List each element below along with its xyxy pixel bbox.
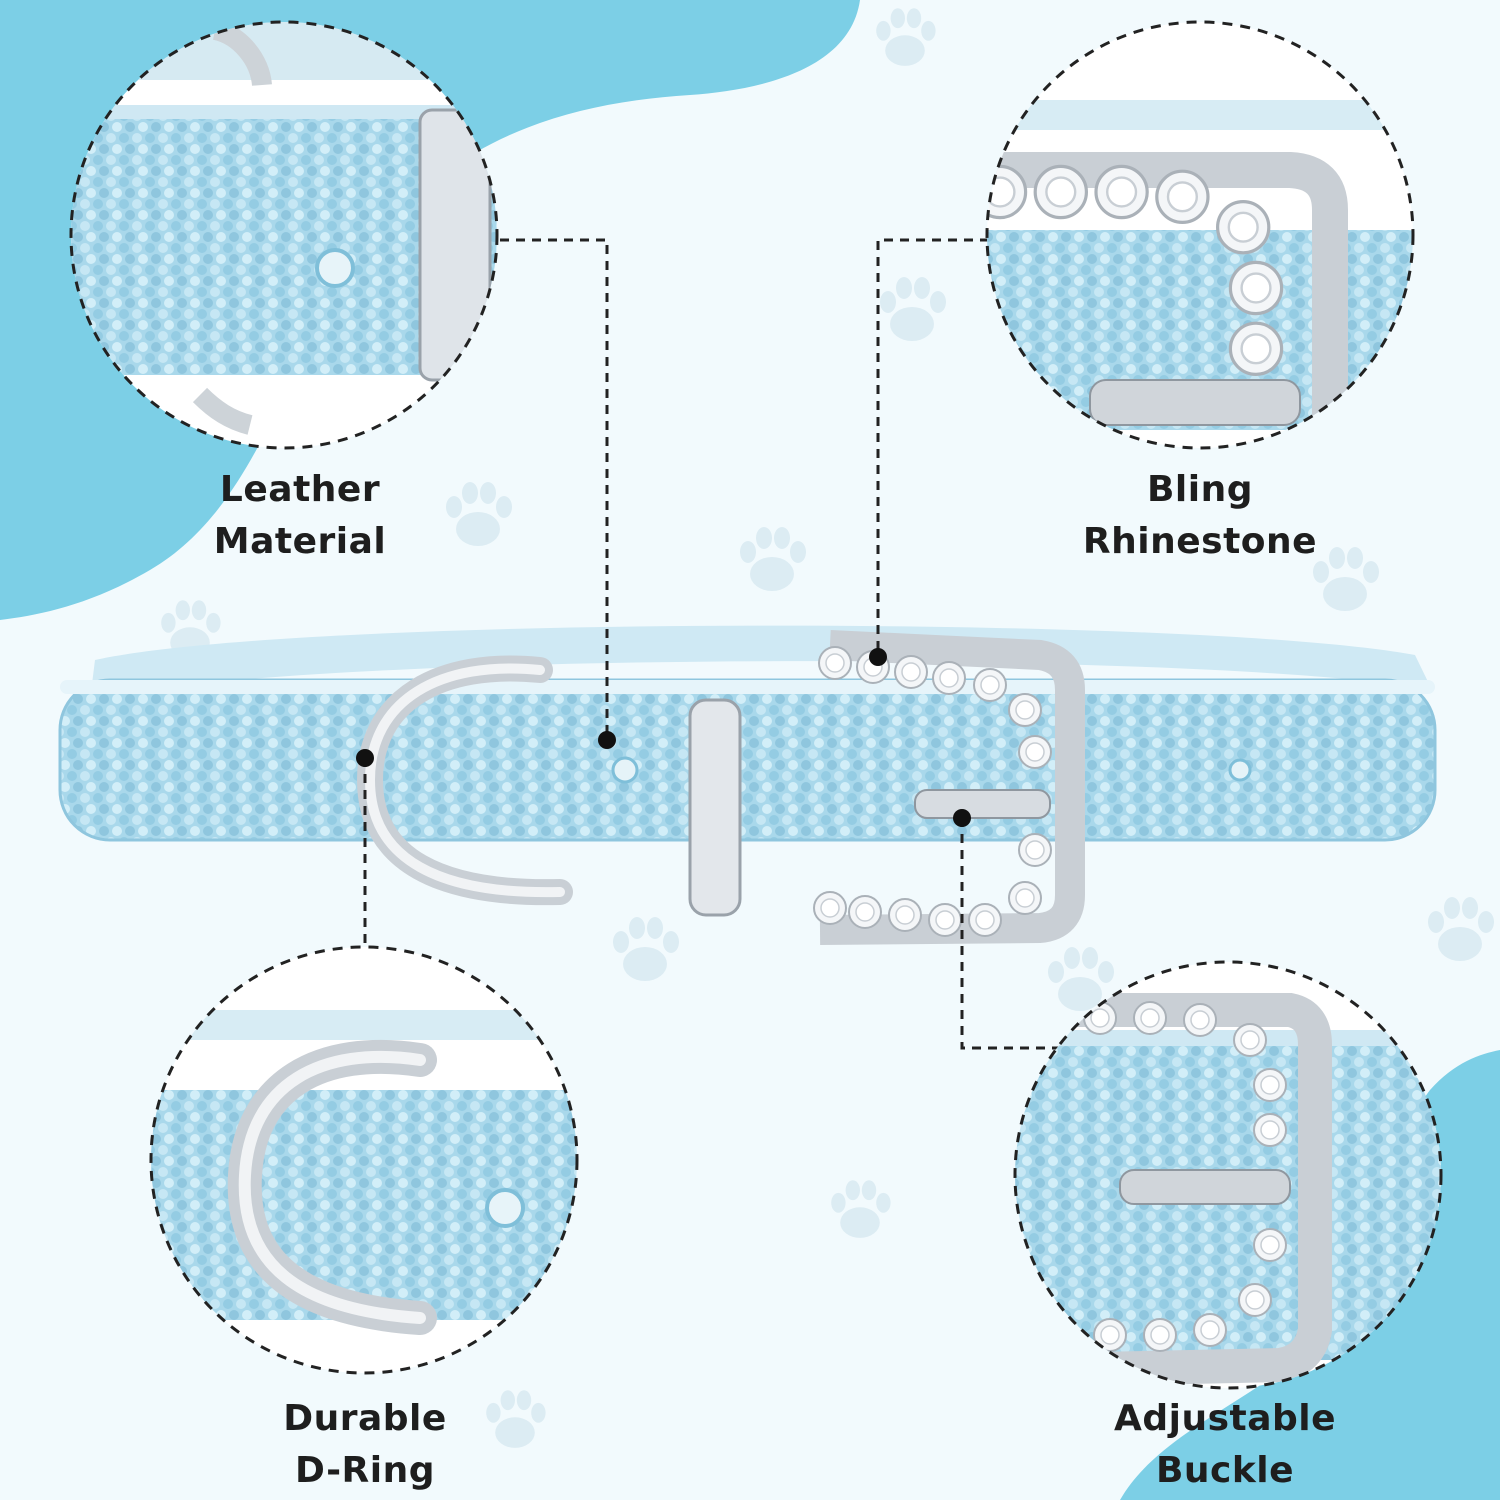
callout-lines bbox=[363, 238, 1060, 1050]
bling-rhinestone-label: Bling Rhinestone bbox=[1040, 464, 1360, 568]
zoom-circle-rhinestone bbox=[985, 20, 1415, 450]
leather-material-label: Leather Material bbox=[140, 464, 460, 568]
leather-label-line1: Leather bbox=[219, 469, 381, 510]
leather-label-line2: Material bbox=[213, 521, 387, 562]
durable-dring-label: Durable D-Ring bbox=[205, 1393, 525, 1497]
buckle-label-line2: Buckle bbox=[1155, 1450, 1295, 1491]
dring-label-line1: Durable bbox=[283, 1398, 447, 1439]
callout-dots bbox=[356, 648, 971, 827]
zoom-circle-dring bbox=[149, 945, 579, 1375]
dring-label-line2: D-Ring bbox=[295, 1450, 435, 1491]
collar-main bbox=[58, 625, 1437, 945]
zoom-circle-buckle bbox=[1013, 960, 1443, 1390]
buckle-label-line1: Adjustable bbox=[1113, 1398, 1337, 1439]
bling-label-line2: Rhinestone bbox=[1082, 521, 1318, 562]
bling-label-line1: Bling bbox=[1146, 469, 1254, 510]
adjustable-buckle-label: Adjustable Buckle bbox=[1065, 1393, 1385, 1497]
